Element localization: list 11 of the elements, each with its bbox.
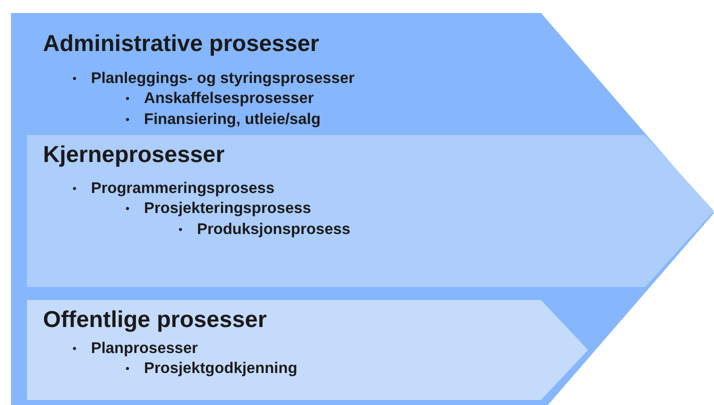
bullet-text: Finansiering, utleie/salg: [144, 110, 321, 130]
section-heading: Kjerneprosesser: [43, 140, 226, 169]
bullet-text: Anskaffelsesprosesser: [144, 89, 314, 110]
section-heading: Offentlige prosesser: [43, 305, 268, 334]
bullet-text: Planprosesser: [91, 338, 198, 359]
bullet-text: Prosjekteringsprosess: [144, 199, 312, 220]
section-heading: Administrative prosesser: [43, 29, 320, 58]
bullet-text: Prosjektgodkjenning: [144, 359, 298, 380]
bullet-text: Planleggings- og styringsprosesser: [91, 68, 355, 89]
bullet-text: Programmeringsprosess: [91, 178, 274, 199]
bullet-text: Produksjonsprosess: [197, 220, 350, 240]
